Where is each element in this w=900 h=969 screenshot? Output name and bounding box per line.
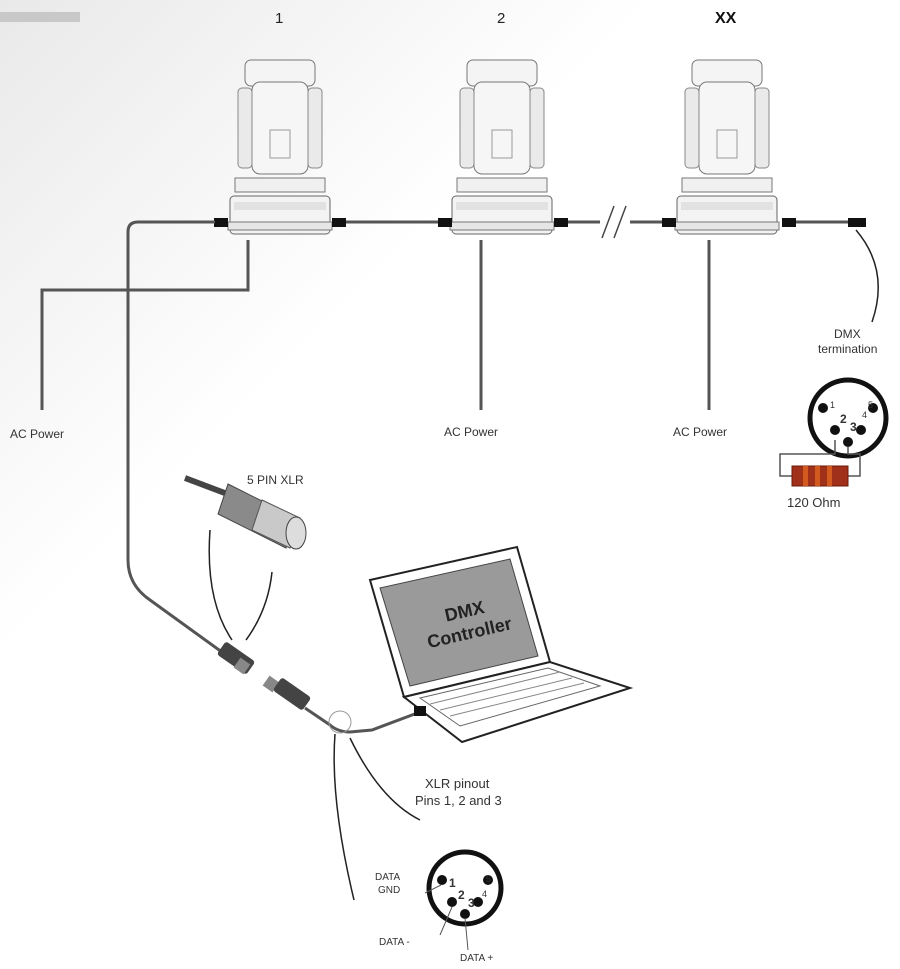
term-pin-2: 2 — [840, 412, 847, 426]
term-pin-1: 1 — [830, 400, 836, 410]
data-minus-label: DATA - — [379, 937, 410, 948]
plug-callout-lines — [208, 529, 273, 641]
fixture-1 — [227, 59, 333, 235]
dmx-termination-line-1: DMX — [834, 327, 861, 341]
termination-callout-line — [855, 229, 879, 323]
fixture-xx-label: XX — [715, 10, 737, 27]
chain-connectors — [214, 218, 866, 227]
term-pin-4: 4 — [862, 410, 868, 420]
xlr-pinout-subtitle: Pins 1, 2 and 3 — [415, 793, 502, 808]
xlr-plug-icon — [183, 475, 307, 550]
pinout-pin-2: 2 — [458, 888, 465, 902]
data-gnd-line-2: GND — [378, 885, 401, 896]
pinout-pin-3: 3 — [468, 896, 475, 910]
fixture-2 — [449, 59, 555, 235]
laptop-icon — [368, 545, 634, 744]
pinout-pin-1: 1 — [449, 876, 456, 890]
pinout-marker — [328, 710, 352, 734]
xlr-female-connector — [262, 675, 311, 710]
term-pin-3: 3 — [850, 420, 857, 434]
pinout-pin-4: 4 — [482, 889, 488, 899]
fixture-xx — [674, 59, 780, 235]
pinout-pin-5: 5 — [486, 874, 492, 884]
termination-xlr-icon — [807, 377, 889, 459]
fixture-1-label: 1 — [275, 10, 284, 27]
ac-power-label-2: AC Power — [444, 425, 499, 439]
dmx-termination-line-2: termination — [818, 342, 878, 356]
pinout-xlr-icon — [424, 849, 504, 951]
term-pin-5: 5 — [868, 400, 874, 410]
cable-break-mark — [601, 205, 627, 239]
dmx-input-cable — [126, 220, 227, 657]
ac-power-label-3: AC Power — [673, 425, 728, 439]
data-plus-label: DATA + — [460, 953, 494, 964]
resistor-label: 120 Ohm — [787, 495, 841, 510]
ac-power-label-1: AC Power — [10, 427, 65, 441]
xlr-male-connector — [217, 642, 255, 675]
data-gnd-line-1: DATA — [375, 872, 401, 883]
ac-power-cables — [40, 240, 711, 410]
five-pin-xlr-label: 5 PIN XLR — [247, 473, 304, 487]
xlr-pinout-title: XLR pinout — [425, 776, 490, 791]
header-bar — [0, 12, 80, 22]
fixture-2-label: 2 — [497, 10, 506, 27]
controller-cable — [304, 706, 421, 734]
resistor-icon — [791, 465, 849, 487]
